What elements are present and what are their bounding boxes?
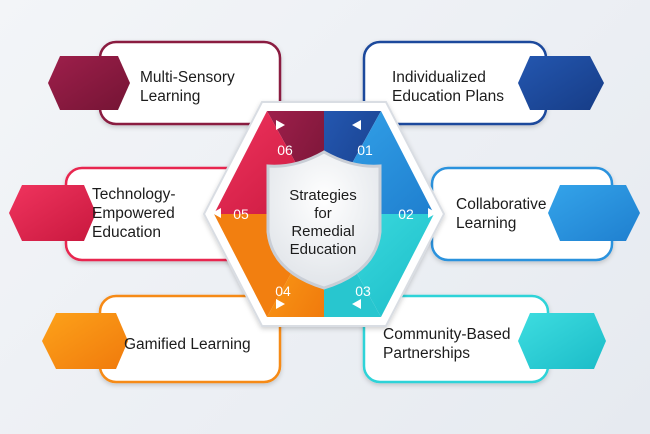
center-title-line: for (314, 205, 332, 222)
item-06-label-line: Learning (140, 88, 201, 105)
center-shield (266, 150, 382, 290)
card-arrow-tab (518, 313, 606, 369)
item-card-06 (48, 40, 282, 126)
item-01-label-line: Education Plans (392, 88, 505, 105)
card-arrow-tab (518, 56, 604, 110)
pointer-01-icon (352, 120, 361, 130)
item-03-label-line: Community-Based (383, 326, 511, 343)
item-02-label: Collaborative Learning (456, 195, 546, 233)
card-arrow-tab (548, 185, 640, 241)
item-01-label: Individualized Education Plans (392, 68, 504, 106)
item-04-label: Gamified Learning (124, 335, 251, 354)
segment-04-number: 04 (275, 283, 291, 299)
item-02-label-line: Learning (456, 215, 517, 232)
item-05-label-line: Empowered (92, 205, 175, 222)
segment-05-number: 05 (233, 206, 249, 222)
card-arrow-tab (48, 56, 130, 110)
center-title-line: Remedial (291, 223, 355, 240)
center-title-line: Education (289, 241, 357, 258)
pointer-02-icon (428, 208, 437, 218)
card-arrow-tab (9, 185, 96, 241)
segment-03-number: 03 (355, 283, 371, 299)
item-03-label: Community-Based Partnerships (383, 325, 511, 363)
segment-06-number: 06 (277, 142, 293, 158)
item-01-label-line: Individualized (392, 69, 486, 86)
segment-pointers (212, 120, 437, 309)
item-05-label-line: Technology- (92, 186, 176, 203)
segment-01-number: 01 (357, 142, 373, 158)
item-card-05 (9, 166, 260, 262)
item-02-label-line: Collaborative (456, 196, 547, 213)
pointer-06-icon (276, 120, 285, 130)
item-card-04 (42, 294, 282, 384)
item-04-label-line: Gamified Learning (124, 336, 251, 353)
item-card-03 (362, 294, 606, 384)
item-card-01 (362, 40, 604, 126)
pointer-05-icon (212, 208, 221, 218)
item-05-label-line: Education (92, 224, 161, 241)
item-05-label: Technology- Empowered Education (92, 185, 176, 242)
item-06-label: Multi-Sensory Learning (140, 68, 235, 106)
card-arrow-tab (42, 313, 128, 369)
center-title: Strategies for Remedial Education (263, 187, 383, 259)
segment-02-number: 02 (398, 206, 414, 222)
item-06-label-line: Multi-Sensory (140, 69, 235, 86)
item-03-label-line: Partnerships (383, 345, 471, 362)
center-title-line: Strategies (289, 187, 357, 204)
pointer-04-icon (276, 299, 285, 309)
pointer-03-icon (352, 299, 361, 309)
